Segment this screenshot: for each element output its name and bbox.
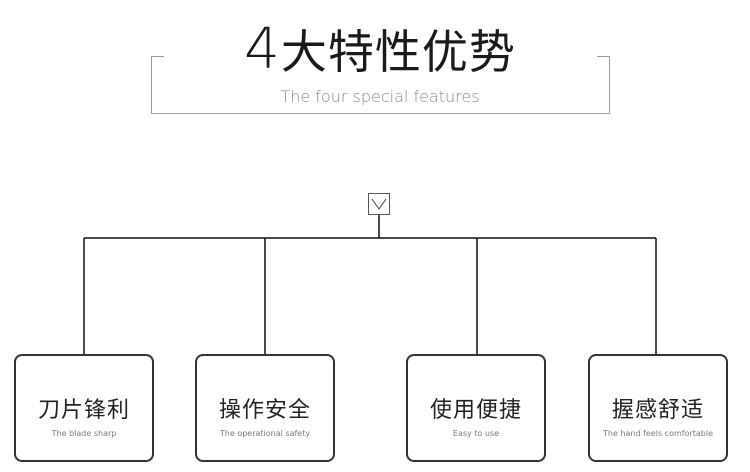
feature-subtitle: The hand feels comfortable	[602, 429, 714, 438]
page-title: 4大特性优势	[160, 20, 600, 82]
feature-subtitle: Easy to use	[452, 429, 500, 438]
feature-title: 操作安全	[218, 398, 311, 423]
feature-title: 握感舒适	[611, 398, 704, 423]
feature-subtitle: The blade sharp	[51, 429, 117, 438]
chevron-down-icon	[371, 198, 387, 210]
feature-card-operational-safety: 操作安全 The operational safety	[195, 354, 335, 462]
expand-toggle[interactable]	[368, 193, 390, 215]
feature-title: 使用便捷	[429, 398, 522, 423]
title-frame-right	[597, 56, 610, 114]
feature-subtitle: The operational safety	[219, 429, 311, 438]
feature-card-comfortable-grip: 握感舒适 The hand feels comfortable	[588, 354, 728, 462]
title-frame-left	[151, 56, 164, 114]
title-number: 4	[244, 17, 281, 82]
feature-card-easy-to-use: 使用便捷 Easy to use	[406, 354, 546, 462]
page-subtitle: The four special features	[280, 87, 480, 106]
feature-card-blade-sharp: 刀片锋利 The blade sharp	[14, 354, 154, 462]
feature-title: 刀片锋利	[37, 398, 130, 423]
title-text: 大特性优势	[280, 25, 516, 79]
title-frame-bottom	[151, 113, 609, 114]
